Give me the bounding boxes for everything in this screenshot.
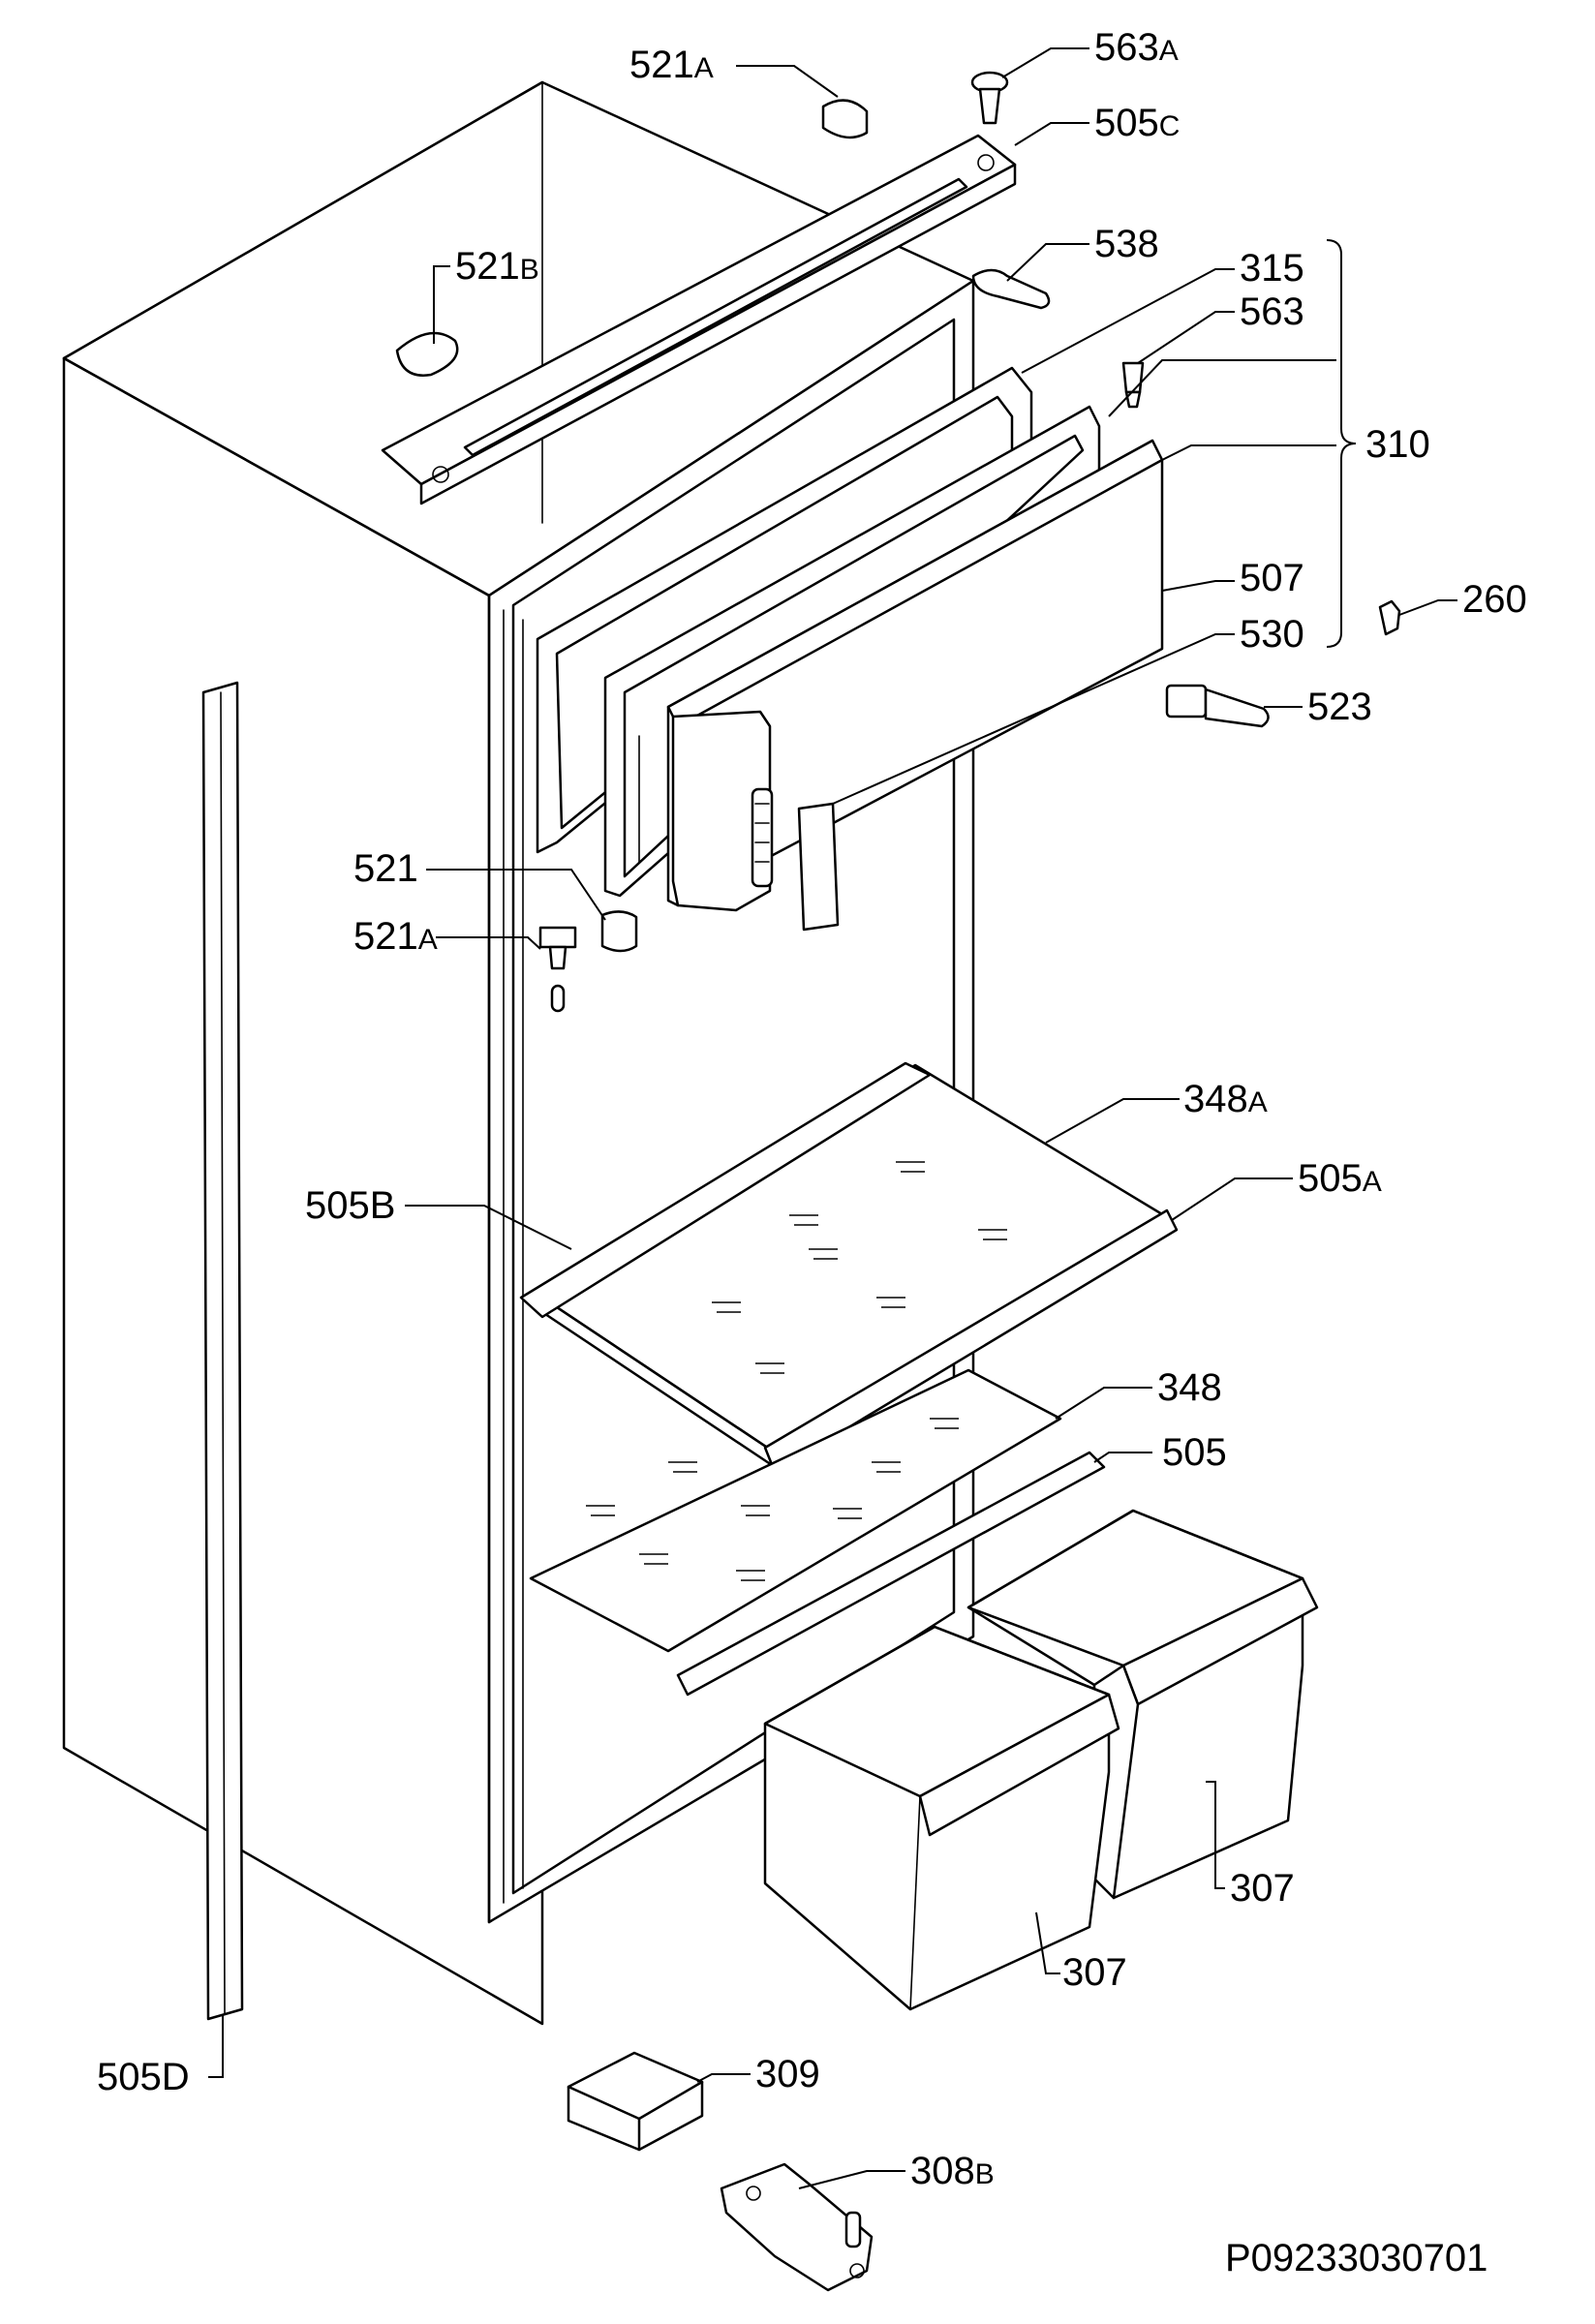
door-handle-507 bbox=[671, 710, 840, 932]
cap-521 bbox=[600, 910, 638, 953]
cap-521a-mid bbox=[538, 926, 577, 1013]
crisper-bin-left bbox=[763, 1625, 1120, 2011]
cap-521b bbox=[395, 331, 459, 377]
screw-563a bbox=[970, 71, 1009, 125]
label-308b: 308B bbox=[910, 2150, 995, 2192]
label-307-left: 307 bbox=[1062, 1951, 1127, 1994]
label-563: 563 bbox=[1240, 290, 1304, 333]
leader-lines bbox=[208, 47, 1457, 2189]
shelf-348 bbox=[529, 1368, 1106, 1697]
label-563a: 563A bbox=[1094, 26, 1179, 69]
label-521: 521 bbox=[353, 847, 418, 890]
label-521a-top: 521A bbox=[629, 44, 714, 86]
shelf-348a bbox=[519, 1061, 1179, 1474]
label-521b: 521B bbox=[455, 245, 539, 288]
label-348a: 348A bbox=[1183, 1078, 1268, 1120]
label-505a: 505A bbox=[1298, 1157, 1382, 1200]
label-309: 309 bbox=[755, 2053, 820, 2095]
clip-260 bbox=[1378, 599, 1401, 636]
cap-521a-top bbox=[821, 99, 869, 139]
bracket-310 bbox=[1326, 239, 1357, 648]
part-labels: 521A 563A 505C 521B 538 315 563 310 507 … bbox=[97, 26, 1527, 2279]
label-521a-mid: 521A bbox=[353, 915, 438, 958]
foot-block-309 bbox=[567, 2051, 704, 2152]
connector-523 bbox=[1165, 684, 1270, 728]
label-505c: 505C bbox=[1094, 102, 1180, 144]
label-315: 315 bbox=[1240, 247, 1304, 290]
hinge-spring-530 bbox=[751, 787, 774, 888]
label-307-right: 307 bbox=[1230, 1867, 1295, 1910]
label-538: 538 bbox=[1094, 223, 1159, 265]
top-rail-505c bbox=[381, 134, 1017, 505]
label-523: 523 bbox=[1307, 686, 1372, 728]
vertical-trim-505d bbox=[201, 681, 244, 2021]
label-348: 348 bbox=[1157, 1366, 1222, 1409]
label-505b: 505B bbox=[305, 1184, 395, 1227]
bottom-hinge-308b bbox=[720, 2162, 874, 2292]
label-505d: 505D bbox=[97, 2056, 190, 2098]
label-507: 507 bbox=[1240, 557, 1304, 599]
hinge-538 bbox=[971, 268, 1051, 310]
label-260: 260 bbox=[1462, 578, 1527, 621]
label-530: 530 bbox=[1240, 613, 1304, 656]
label-505: 505 bbox=[1162, 1431, 1227, 1474]
drawing-number: P09233030701 bbox=[1225, 2237, 1488, 2279]
label-310: 310 bbox=[1365, 423, 1430, 466]
